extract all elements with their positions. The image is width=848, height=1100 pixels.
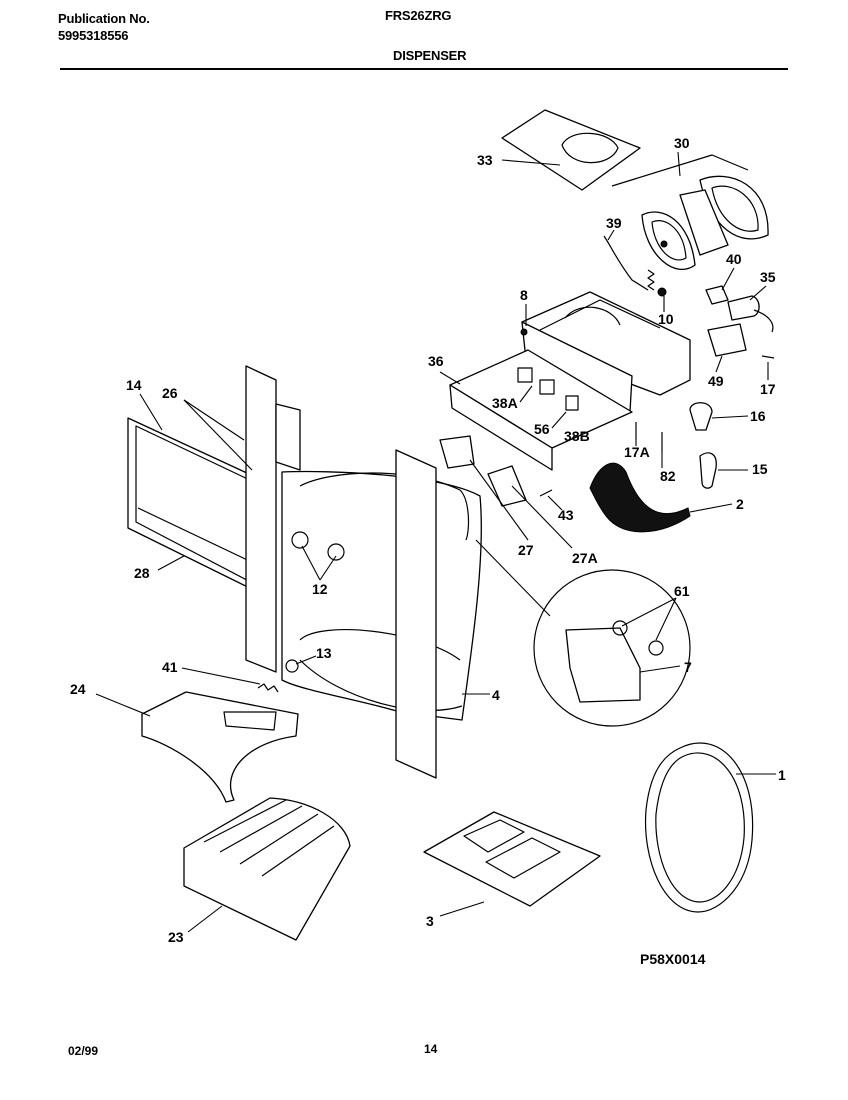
part-10-spring (647, 269, 667, 297)
callout-leader-lines (95, 151, 776, 933)
callout-14: 14 (126, 377, 142, 393)
part-30-chute-assembly (611, 154, 769, 271)
callout-43: 43 (558, 507, 574, 523)
publication-label: Publication No. (58, 11, 150, 26)
section-title: DISPENSER (393, 48, 467, 63)
callout-13: 13 (316, 645, 332, 661)
callout-17a: 17A (624, 444, 650, 460)
footer-page-number: 14 (424, 1042, 438, 1056)
part-33-cover-plate (501, 109, 641, 191)
callout-23: 23 (168, 929, 184, 945)
callout-49: 49 (708, 373, 724, 389)
callout-38b: 38B (564, 428, 590, 444)
diagram-code: P58X0014 (640, 951, 706, 967)
callout-27a: 27A (572, 550, 598, 566)
callout-40: 40 (726, 251, 742, 267)
callout-24: 24 (70, 681, 86, 697)
callout-15: 15 (752, 461, 768, 477)
part-27-lever (439, 435, 475, 469)
callout-3: 3 (426, 913, 434, 929)
publication-number: 5995318556 (58, 28, 129, 43)
callout-33: 33 (477, 152, 493, 168)
part-49-bracket (707, 323, 747, 357)
callout-1: 1 (778, 767, 786, 783)
callout-7: 7 (684, 659, 692, 675)
callout-17: 17 (760, 381, 776, 397)
part-27a-actuator (487, 465, 527, 507)
main-dispenser-housing (245, 365, 482, 779)
part-1-gasket (644, 742, 754, 913)
part-3-heater (423, 811, 601, 907)
header-rule (60, 68, 788, 70)
part-13-fastener (285, 659, 299, 673)
callout-35: 35 (760, 269, 776, 285)
callout-30: 30 (674, 135, 690, 151)
callout-2: 2 (736, 496, 744, 512)
callout-39: 39 (606, 215, 622, 231)
inset-switch-detail (533, 569, 691, 727)
callout-28: 28 (134, 565, 150, 581)
callout-8: 8 (520, 287, 528, 303)
callout-41: 41 (162, 659, 178, 675)
part-15-bulb (699, 452, 717, 489)
callout-38a: 38A (492, 395, 518, 411)
callout-12: 12 (312, 581, 328, 597)
callout-10: 10 (658, 311, 674, 327)
callout-27: 27 (518, 542, 534, 558)
footer-date: 02/99 (68, 1044, 99, 1058)
model-number: FRS26ZRG (385, 8, 452, 23)
callout-labels: 33 30 39 40 35 8 10 36 49 17 14 26 38A 1… (70, 135, 786, 945)
part-40-bushing (705, 285, 729, 305)
callout-26: 26 (162, 385, 178, 401)
callout-61: 61 (674, 583, 690, 599)
part-16-switch (689, 402, 713, 431)
part-35-solenoid (727, 295, 774, 333)
callout-16: 16 (750, 408, 766, 424)
part-24-drip-tray (141, 691, 299, 803)
part-17-screw (761, 355, 775, 359)
part-43-screw (539, 489, 553, 497)
callout-82: 82 (660, 468, 676, 484)
part-39-wire (603, 235, 649, 291)
part-36-panel (449, 349, 633, 471)
callout-4: 4 (492, 687, 500, 703)
callout-56: 56 (534, 421, 550, 437)
callout-36: 36 (428, 353, 444, 369)
part-8-housing (520, 291, 691, 413)
part-41-spring (257, 683, 279, 693)
part-23-grille (183, 797, 351, 941)
part-2-harness (589, 462, 691, 533)
